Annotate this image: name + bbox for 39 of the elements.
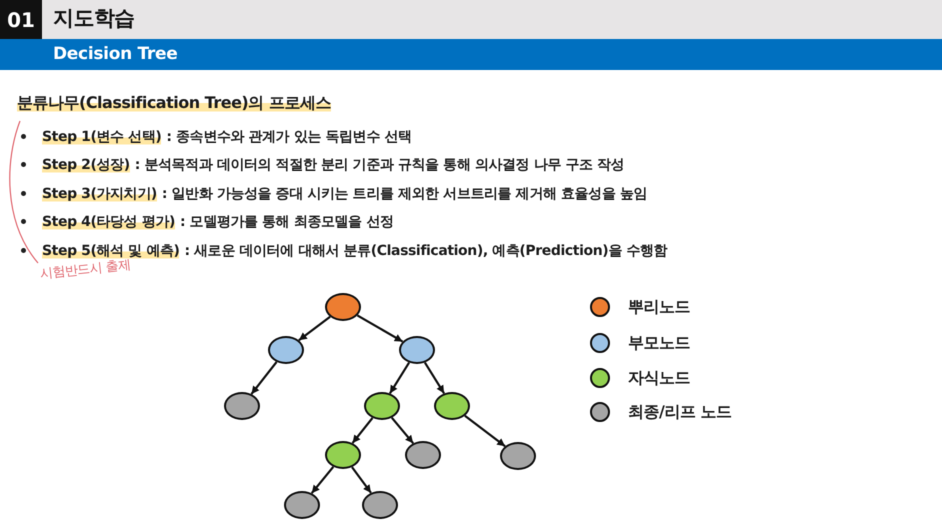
arrow	[352, 417, 374, 444]
tree-node	[284, 491, 320, 519]
tree-node	[268, 336, 304, 364]
tree-node	[362, 491, 398, 519]
arrow	[464, 414, 506, 448]
legend-label: 부모노드	[628, 332, 690, 354]
step-text: : 모델평가를 통해 최종모델을 선정	[180, 213, 394, 231]
tree-node	[364, 392, 400, 420]
step-label: Step 4(타당성 평가)	[42, 213, 175, 231]
step-text: : 일반화 가능성을 증대 시키는 트리를 제외한 서브트리를 제거해 효율성을 높임	[162, 185, 648, 203]
step-text: : 종속변수와 관계가 있는 독립변수 선택	[166, 128, 412, 146]
arrow	[424, 362, 446, 394]
section-number: 01	[0, 0, 42, 39]
step-label: Step 2(성장)	[42, 156, 130, 174]
tree-node	[325, 441, 361, 469]
arrow	[351, 466, 372, 494]
tree-node	[325, 293, 361, 321]
legend-label: 최종/리프 노드	[628, 401, 732, 423]
tree-node	[399, 336, 435, 364]
title: 지도학습	[53, 5, 135, 32]
subtitle: Decision Tree	[53, 44, 178, 64]
step-text: : 새로운 데이터에 대해서 분류(Classification), 예측(Prediction)을 수행함	[184, 242, 668, 260]
tree-node	[405, 441, 441, 469]
legend-label: 자식노드	[628, 367, 690, 389]
tree-node	[434, 392, 470, 420]
step-label: Step 3(가지치기)	[42, 185, 157, 203]
arrow	[388, 362, 410, 394]
arrow	[298, 316, 331, 342]
arrow	[310, 466, 334, 494]
tree-node	[224, 392, 260, 420]
arrow	[250, 361, 278, 395]
arrow	[356, 314, 404, 343]
tree-node	[500, 442, 536, 470]
arrow	[390, 417, 414, 444]
handwritten-note: 시험반드시 출제	[39, 258, 132, 283]
step-label: Step 1(변수 선택)	[42, 128, 162, 146]
legend-label: 뿌리노드	[628, 296, 690, 318]
step-text: : 분석목적과 데이터의 적절한 분리 기준과 규칙을 통해 의사결정 나무 구조 작성	[134, 156, 624, 174]
step-label: Step 5(해석 및 예측)	[42, 242, 180, 260]
